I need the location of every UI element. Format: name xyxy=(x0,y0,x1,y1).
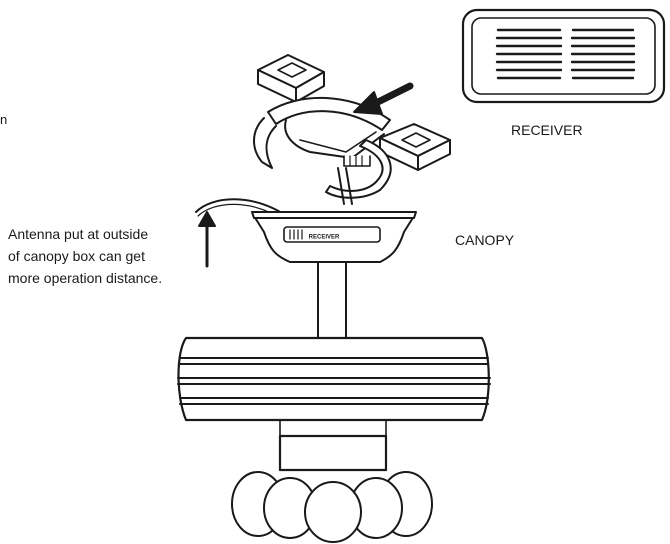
antenna-note-line-2: of canopy box can get xyxy=(8,248,145,264)
margin-mark: n xyxy=(0,112,8,127)
receiver-module xyxy=(461,8,666,104)
motor-housing xyxy=(177,336,491,422)
receiver-vent-left xyxy=(495,28,563,80)
antenna-wire xyxy=(195,198,291,219)
up-arrow-icon xyxy=(198,211,216,268)
canopy-receiver-text: RECEIVER xyxy=(309,235,340,241)
light-kit xyxy=(231,419,433,543)
receiver-label: RECEIVER xyxy=(511,122,583,138)
light-bulb-center xyxy=(304,481,362,543)
down-rod xyxy=(317,261,347,339)
antenna-note-line-1: Antenna put at outside xyxy=(8,226,149,242)
canopy: RECEIVER xyxy=(251,211,417,263)
canopy-label: CANOPY xyxy=(455,232,515,248)
canopy-receiver-box xyxy=(283,226,381,243)
receiver-vent-right xyxy=(570,28,636,80)
antenna-note-line-3: more operation distance. xyxy=(8,270,163,286)
bracket-arrow-icon xyxy=(353,82,414,115)
mounting-bracket xyxy=(253,54,451,205)
